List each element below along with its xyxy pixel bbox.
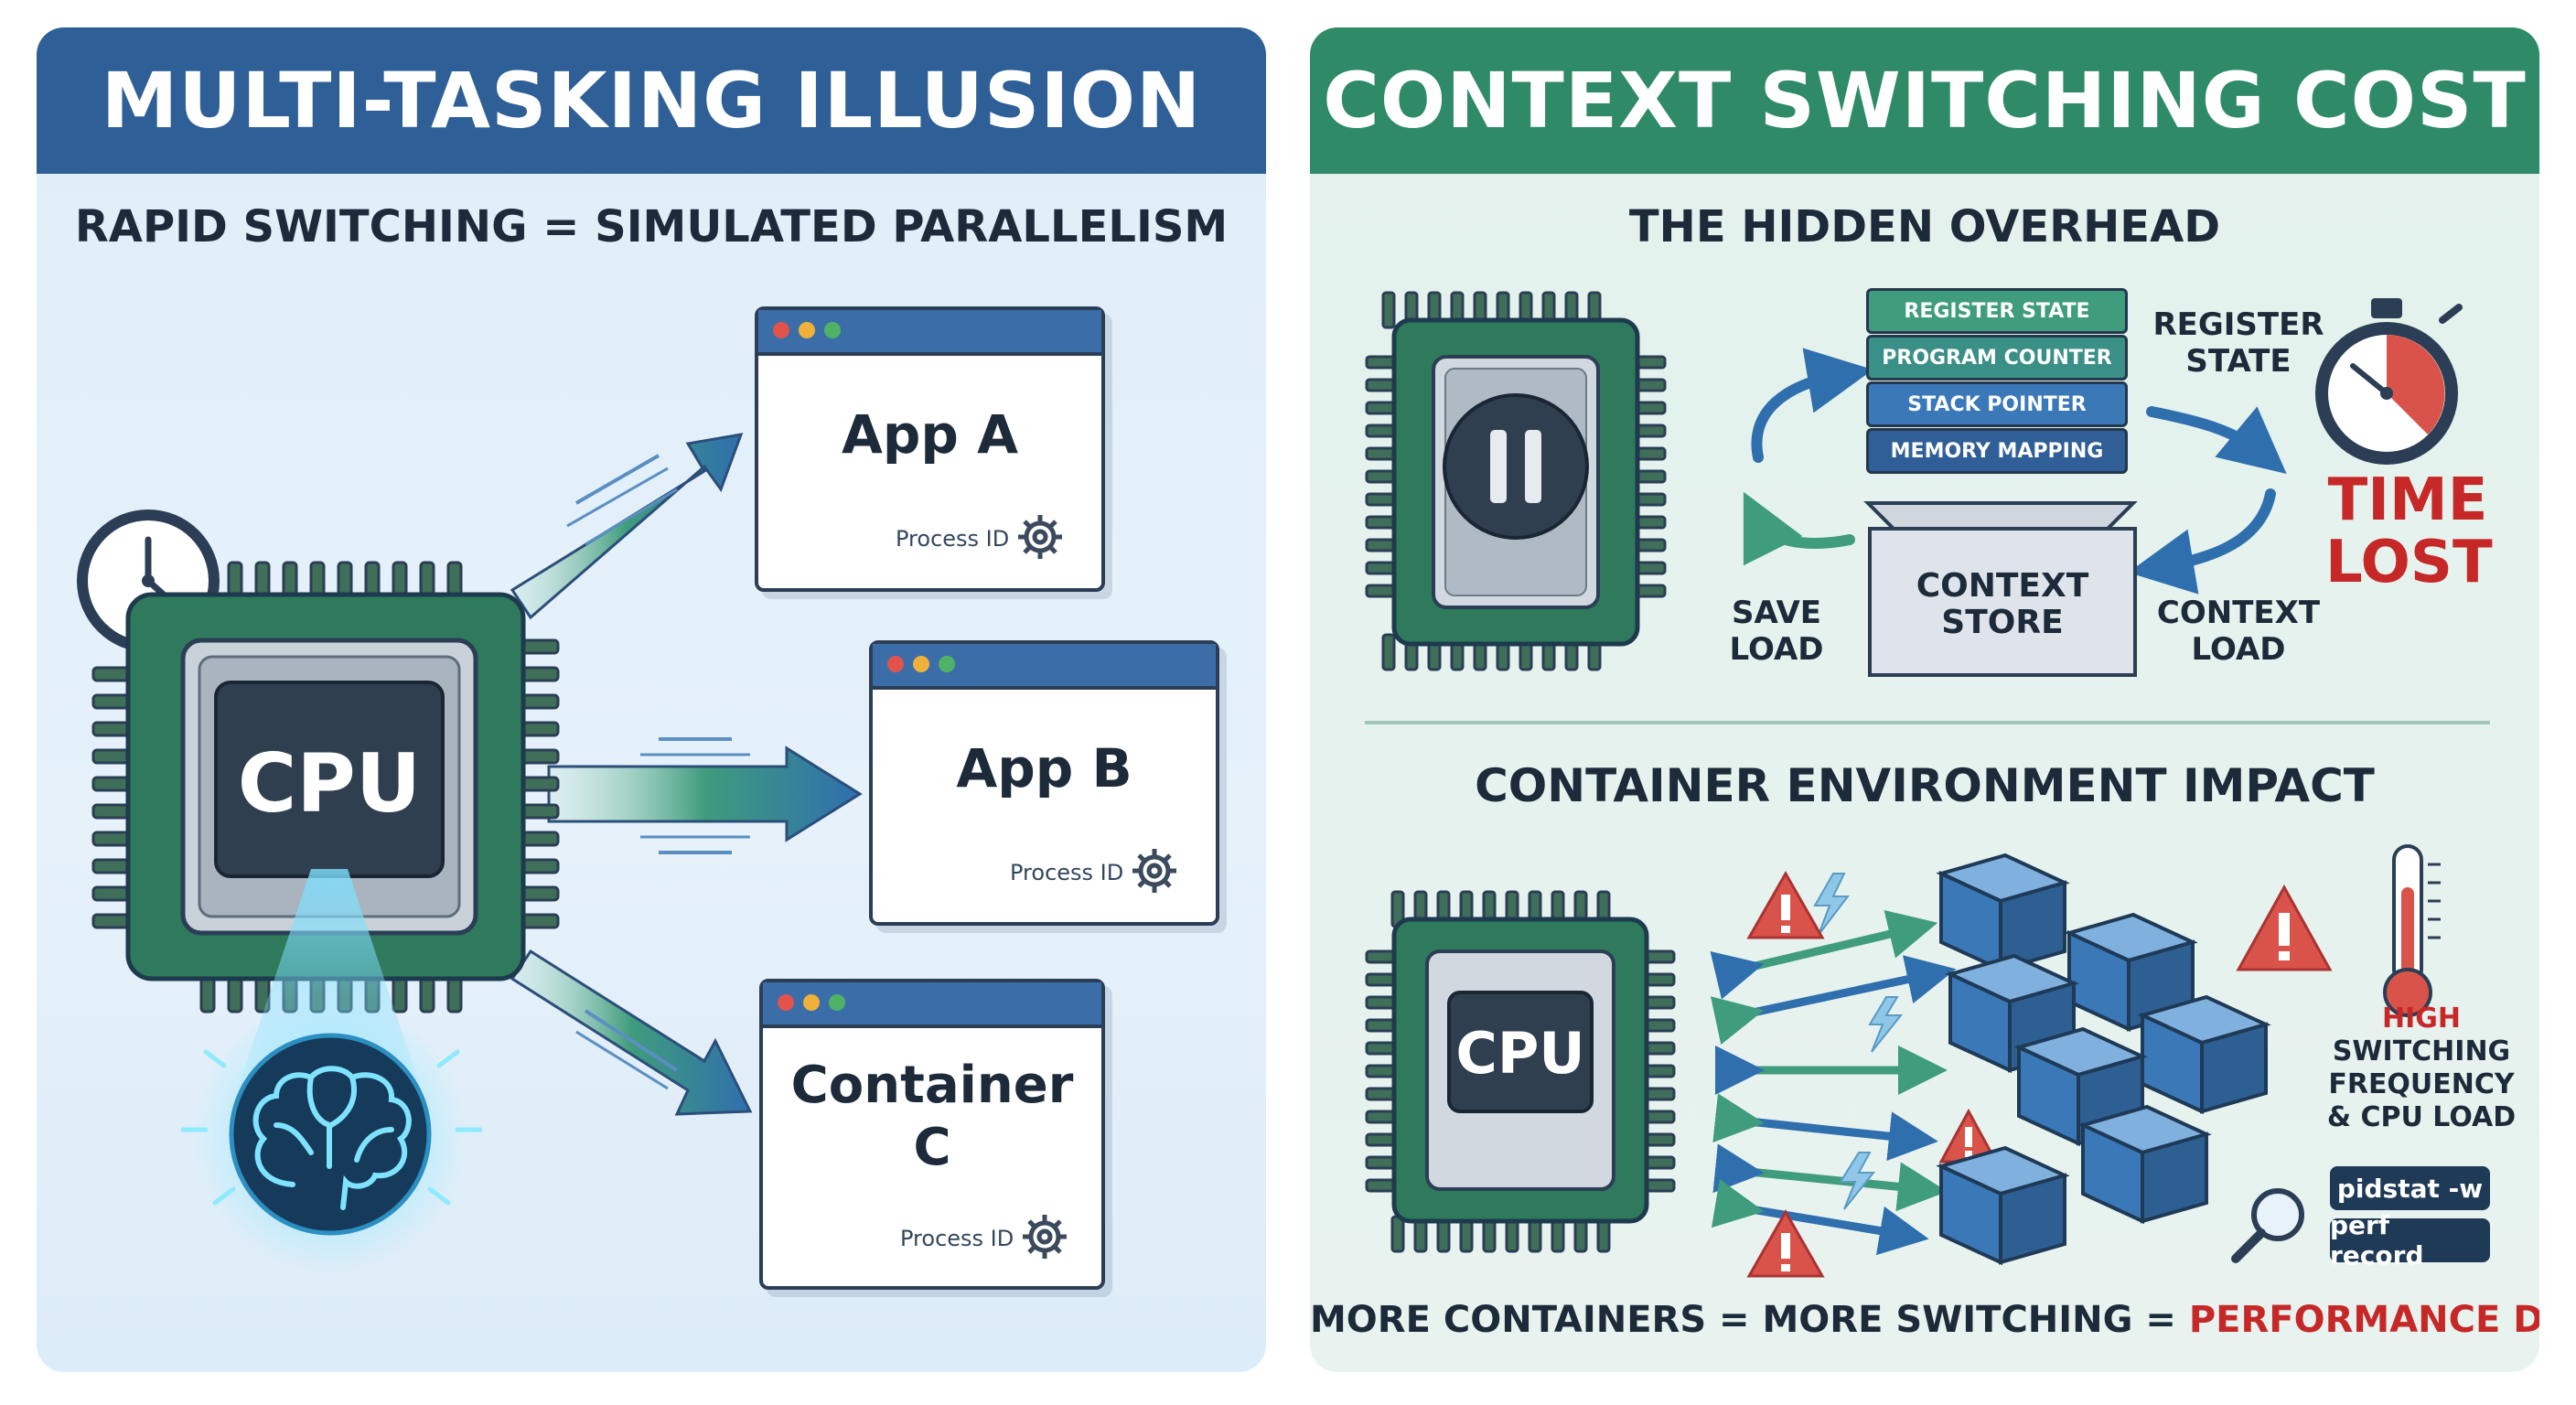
left-graphics — [77, 433, 863, 1271]
footer-part2: PERFORMANCE DRAIN — [2188, 1299, 2539, 1341]
app-b-title: App B — [956, 737, 1132, 799]
context-store-line1: CONTEXT — [1916, 567, 2089, 605]
window-titlebar — [873, 644, 1216, 690]
thermometer-icon — [2383, 844, 2441, 1017]
container-icon — [2013, 1026, 2148, 1147]
context-store-box — [1863, 501, 2138, 677]
gear-icon — [1018, 515, 1062, 559]
time-lost-line2: LOST — [2325, 529, 2493, 596]
hidden-overhead-heading: THE HIDDEN OVERHEAD — [1628, 201, 2221, 252]
process-id-label: Process ID — [900, 1226, 1014, 1251]
perf-record-command: perf record — [2330, 1210, 2490, 1271]
container-c-title-line2: C — [913, 1118, 951, 1177]
container-icon — [1936, 1145, 2070, 1266]
cycle-arrows — [1743, 348, 2287, 595]
memory-mapping-bar: MEMORY MAPPING — [1866, 428, 2128, 474]
window-titlebar — [763, 982, 1101, 1028]
container-icon — [1936, 853, 2070, 973]
register-state-line2: STATE — [2185, 343, 2292, 380]
time-lost-line1: TIME — [2327, 467, 2488, 534]
footer-summary: MORE CONTAINERS = MORE SWITCHING = PERFO… — [1310, 1299, 2539, 1341]
close-dot[interactable] — [778, 994, 794, 1011]
minimize-dot[interactable] — [803, 994, 820, 1011]
minimize-dot[interactable] — [799, 322, 815, 338]
container-cpu-label: CPU — [1455, 1020, 1585, 1087]
high-frequency-line1: HIGH — [2381, 1003, 2461, 1035]
multitasking-panel: MULTI-TASKING ILLUSION RAPID SWITCHING =… — [37, 27, 1266, 1372]
stack-pointer-bar: STACK POINTER — [1866, 381, 2128, 427]
app-b-window[interactable]: App B Process ID — [869, 640, 1219, 926]
arrow-to-app-a — [510, 433, 744, 620]
context-load-line2: LOAD — [2191, 631, 2286, 668]
gear-icon — [1023, 1215, 1067, 1259]
window-titlebar — [758, 310, 1101, 356]
pause-icon — [1443, 393, 1589, 540]
cpu-label: CPU — [237, 736, 422, 831]
brain-glow — [180, 869, 483, 1271]
register-state-line1: REGISTER — [2152, 306, 2324, 343]
multitasking-title: MULTI-TASKING ILLUSION — [101, 56, 1202, 145]
high-frequency-line2: SWITCHING — [2332, 1035, 2511, 1067]
warning-icon — [1746, 870, 1825, 939]
high-frequency-line3: FREQUENCY — [2328, 1068, 2515, 1100]
app-a-window[interactable]: App A Process ID — [755, 306, 1105, 592]
brain-icon — [252, 1066, 412, 1210]
process-id-label: Process ID — [896, 526, 1010, 552]
lightning-icons — [1813, 873, 1904, 1210]
container-c-title-line1: Container — [790, 1056, 1074, 1115]
arrow-to-container-c — [510, 949, 753, 1116]
paused-cpu-chip — [1365, 291, 1667, 671]
container-icon — [2137, 994, 2271, 1115]
switching-arrows — [1710, 909, 1957, 1256]
context-switching-panel: CONTEXT SWITCHING COST THE HIDDEN OVERHE… — [1310, 27, 2539, 1372]
container-c-window[interactable]: Container C Process ID — [759, 979, 1105, 1290]
state-stack: REGISTER STATE PROGRAM COUNTER STACK POI… — [1866, 288, 2128, 480]
warning-icon — [1746, 1208, 1825, 1278]
arrow-to-app-b — [547, 737, 863, 854]
maximize-dot[interactable] — [939, 656, 955, 672]
multitasking-banner: MULTI-TASKING ILLUSION — [37, 27, 1266, 174]
context-switching-banner: CONTEXT SWITCHING COST — [1310, 27, 2539, 174]
close-dot[interactable] — [773, 322, 789, 338]
magnifier-icon — [2231, 1188, 2304, 1263]
program-counter-bar: PROGRAM COUNTER — [1866, 335, 2128, 381]
save-load-line2: LOAD — [1729, 631, 1824, 668]
minimize-dot[interactable] — [913, 656, 929, 672]
container-cpu-chip — [1365, 890, 1676, 1253]
process-id-label: Process ID — [1010, 860, 1124, 885]
context-store-line2: STORE — [1941, 604, 2064, 641]
footer-part1: MORE CONTAINERS = MORE SWITCHING = — [1310, 1299, 2189, 1341]
context-load-line1: CONTEXT — [2156, 595, 2321, 631]
warning-icon — [2236, 884, 2333, 971]
app-a-title: App A — [841, 403, 1018, 466]
maximize-dot[interactable] — [824, 322, 841, 338]
context-switching-title: CONTEXT SWITCHING COST — [1323, 56, 2527, 145]
close-dot[interactable] — [887, 656, 904, 672]
maximize-dot[interactable] — [829, 994, 845, 1011]
container-icon — [2064, 912, 2198, 1033]
container-cluster — [1936, 853, 2271, 1266]
multitasking-subtitle: RAPID SWITCHING = SIMULATED PARALLELISM — [74, 201, 1229, 252]
high-frequency-line4: & CPU LOAD — [2326, 1101, 2517, 1133]
stopwatch-icon — [2315, 298, 2463, 465]
container-impact-heading: CONTAINER ENVIRONMENT IMPACT — [1475, 759, 2375, 812]
gear-icon — [1132, 849, 1176, 893]
container-icon — [2077, 1104, 2212, 1225]
save-load-line1: SAVE — [1731, 595, 1822, 631]
pidstat-command: pidstat -w — [2330, 1166, 2490, 1210]
right-graphics — [1365, 291, 2490, 1278]
cpu-chip — [91, 561, 560, 1014]
register-state-bar: REGISTER STATE — [1866, 288, 2128, 334]
